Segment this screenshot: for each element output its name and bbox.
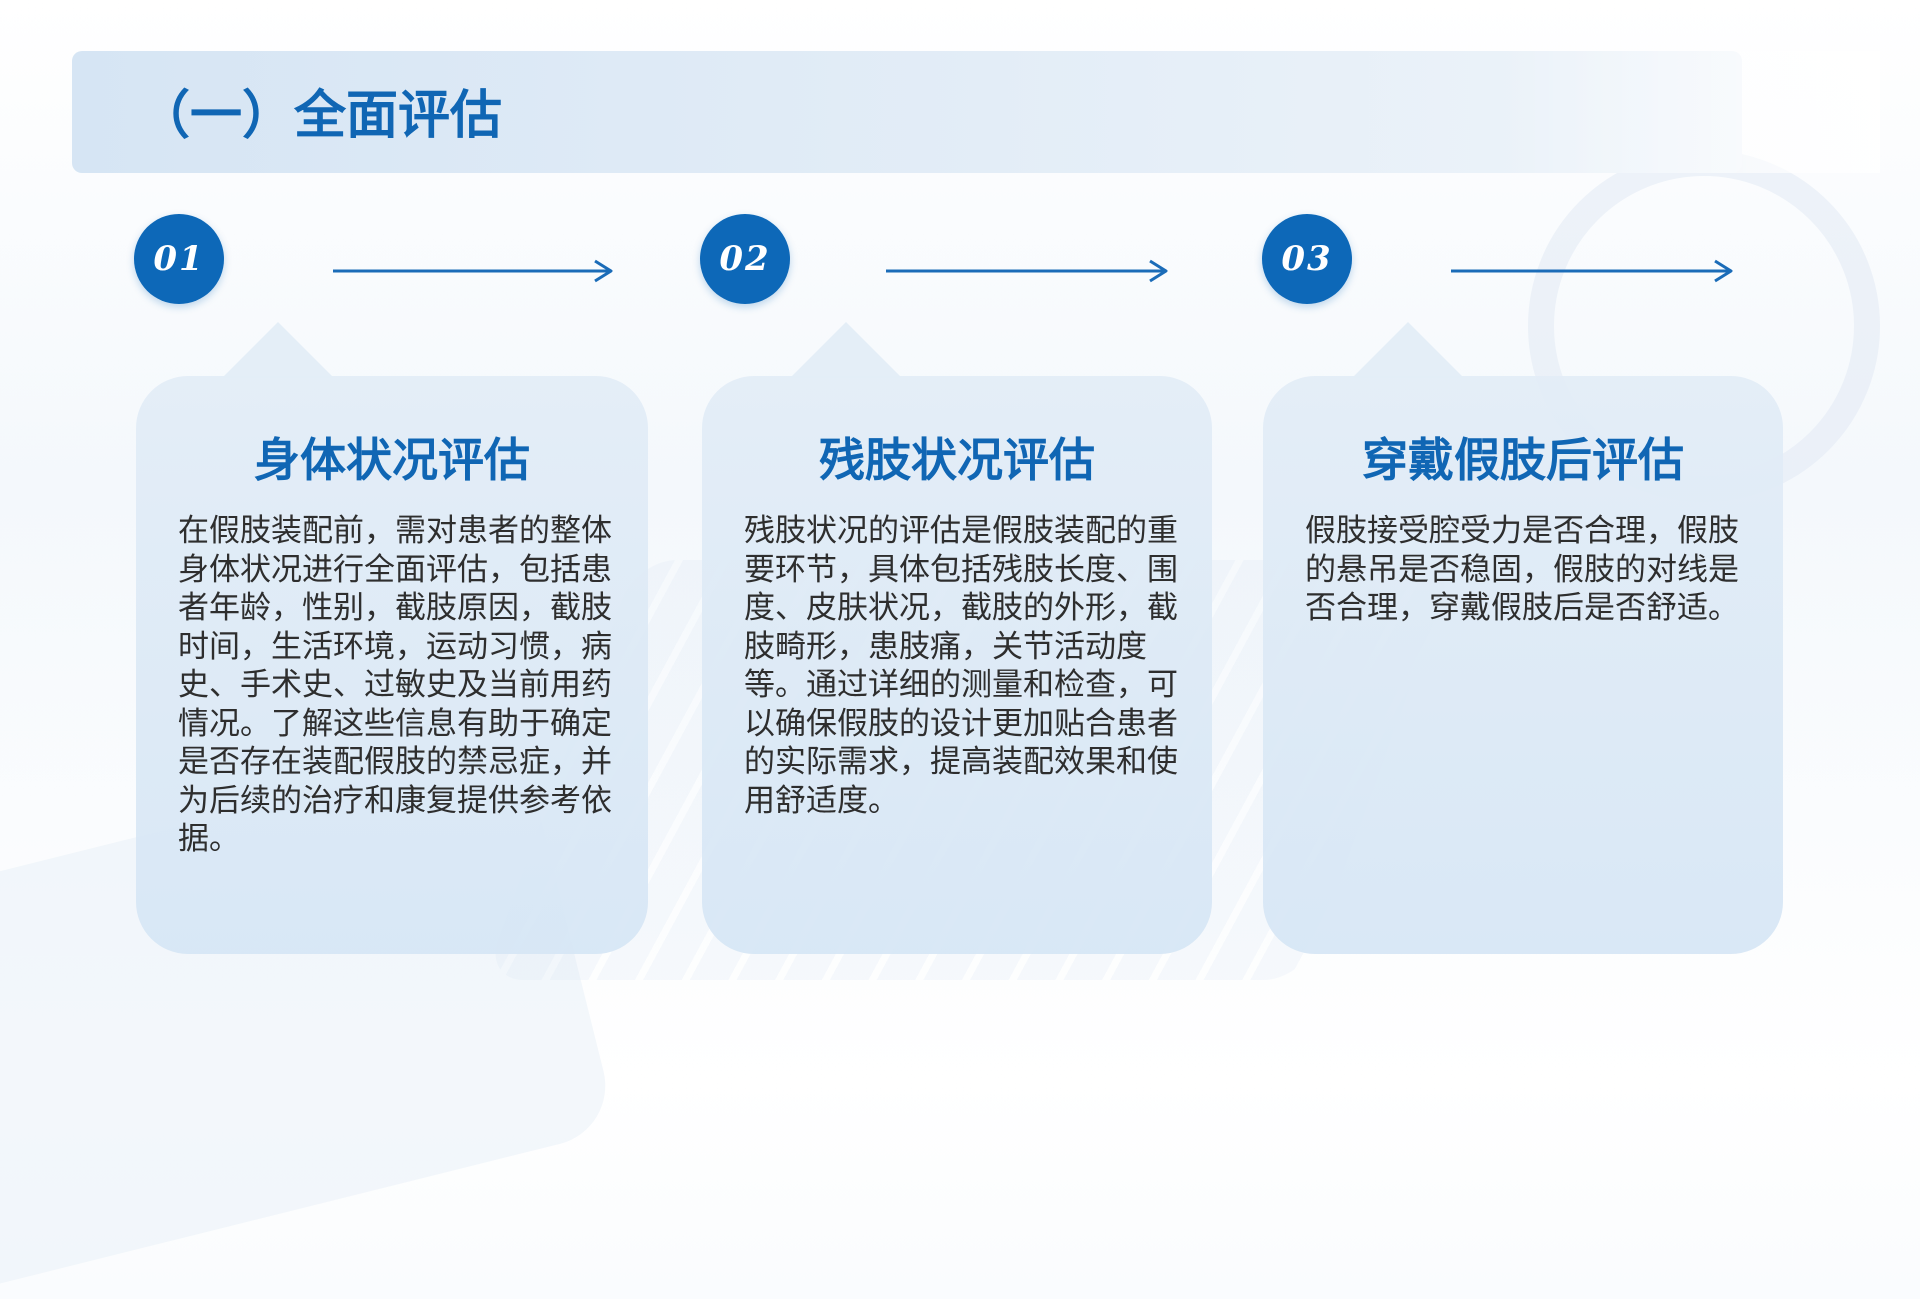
- arrow-right-icon: [333, 256, 615, 286]
- page-title: （一）全面评估: [138, 86, 503, 146]
- card-body-condition: 身体状况评估 在假肢装配前，需对患者的整体身体状况进行全面评估，包括患者年龄，性…: [136, 322, 648, 954]
- card-pointer: [222, 322, 334, 378]
- card-text: 假肢接受腔受力是否合理，假肢的悬吊是否稳固，假肢的对线是否合理，穿戴假肢后是否舒…: [1305, 513, 1739, 626]
- card-residual-limb: 残肢状况评估 残肢状况的评估是假肢装配的重要环节，具体包括残肢长度、围度、皮肤状…: [702, 322, 1212, 954]
- card-text: 在假肢装配前，需对患者的整体身体状况进行全面评估，包括患者年龄，性别，截肢原因，…: [178, 513, 612, 857]
- card-pointer: [790, 322, 902, 378]
- arrow-right-icon: [886, 256, 1170, 286]
- card-title: 残肢状况评估: [819, 433, 1095, 487]
- title-band: [72, 51, 1742, 173]
- card-pointer: [1352, 322, 1464, 378]
- card-title: 穿戴假肢后评估: [1362, 433, 1684, 487]
- card-title: 身体状况评估: [254, 433, 530, 487]
- arrow-right-icon: [1451, 256, 1735, 286]
- step-badge-2: 02: [700, 214, 790, 304]
- title-band-fade: [1500, 51, 1880, 173]
- step-badge-3: 03: [1262, 214, 1352, 304]
- step-badge-1: 01: [134, 214, 224, 304]
- card-text: 残肢状况的评估是假肢装配的重要环节，具体包括残肢长度、围度、皮肤状况，截肢的外形…: [744, 513, 1178, 819]
- card-post-wearing: 穿戴假肢后评估 假肢接受腔受力是否合理，假肢的悬吊是否稳固，假肢的对线是否合理，…: [1263, 322, 1783, 954]
